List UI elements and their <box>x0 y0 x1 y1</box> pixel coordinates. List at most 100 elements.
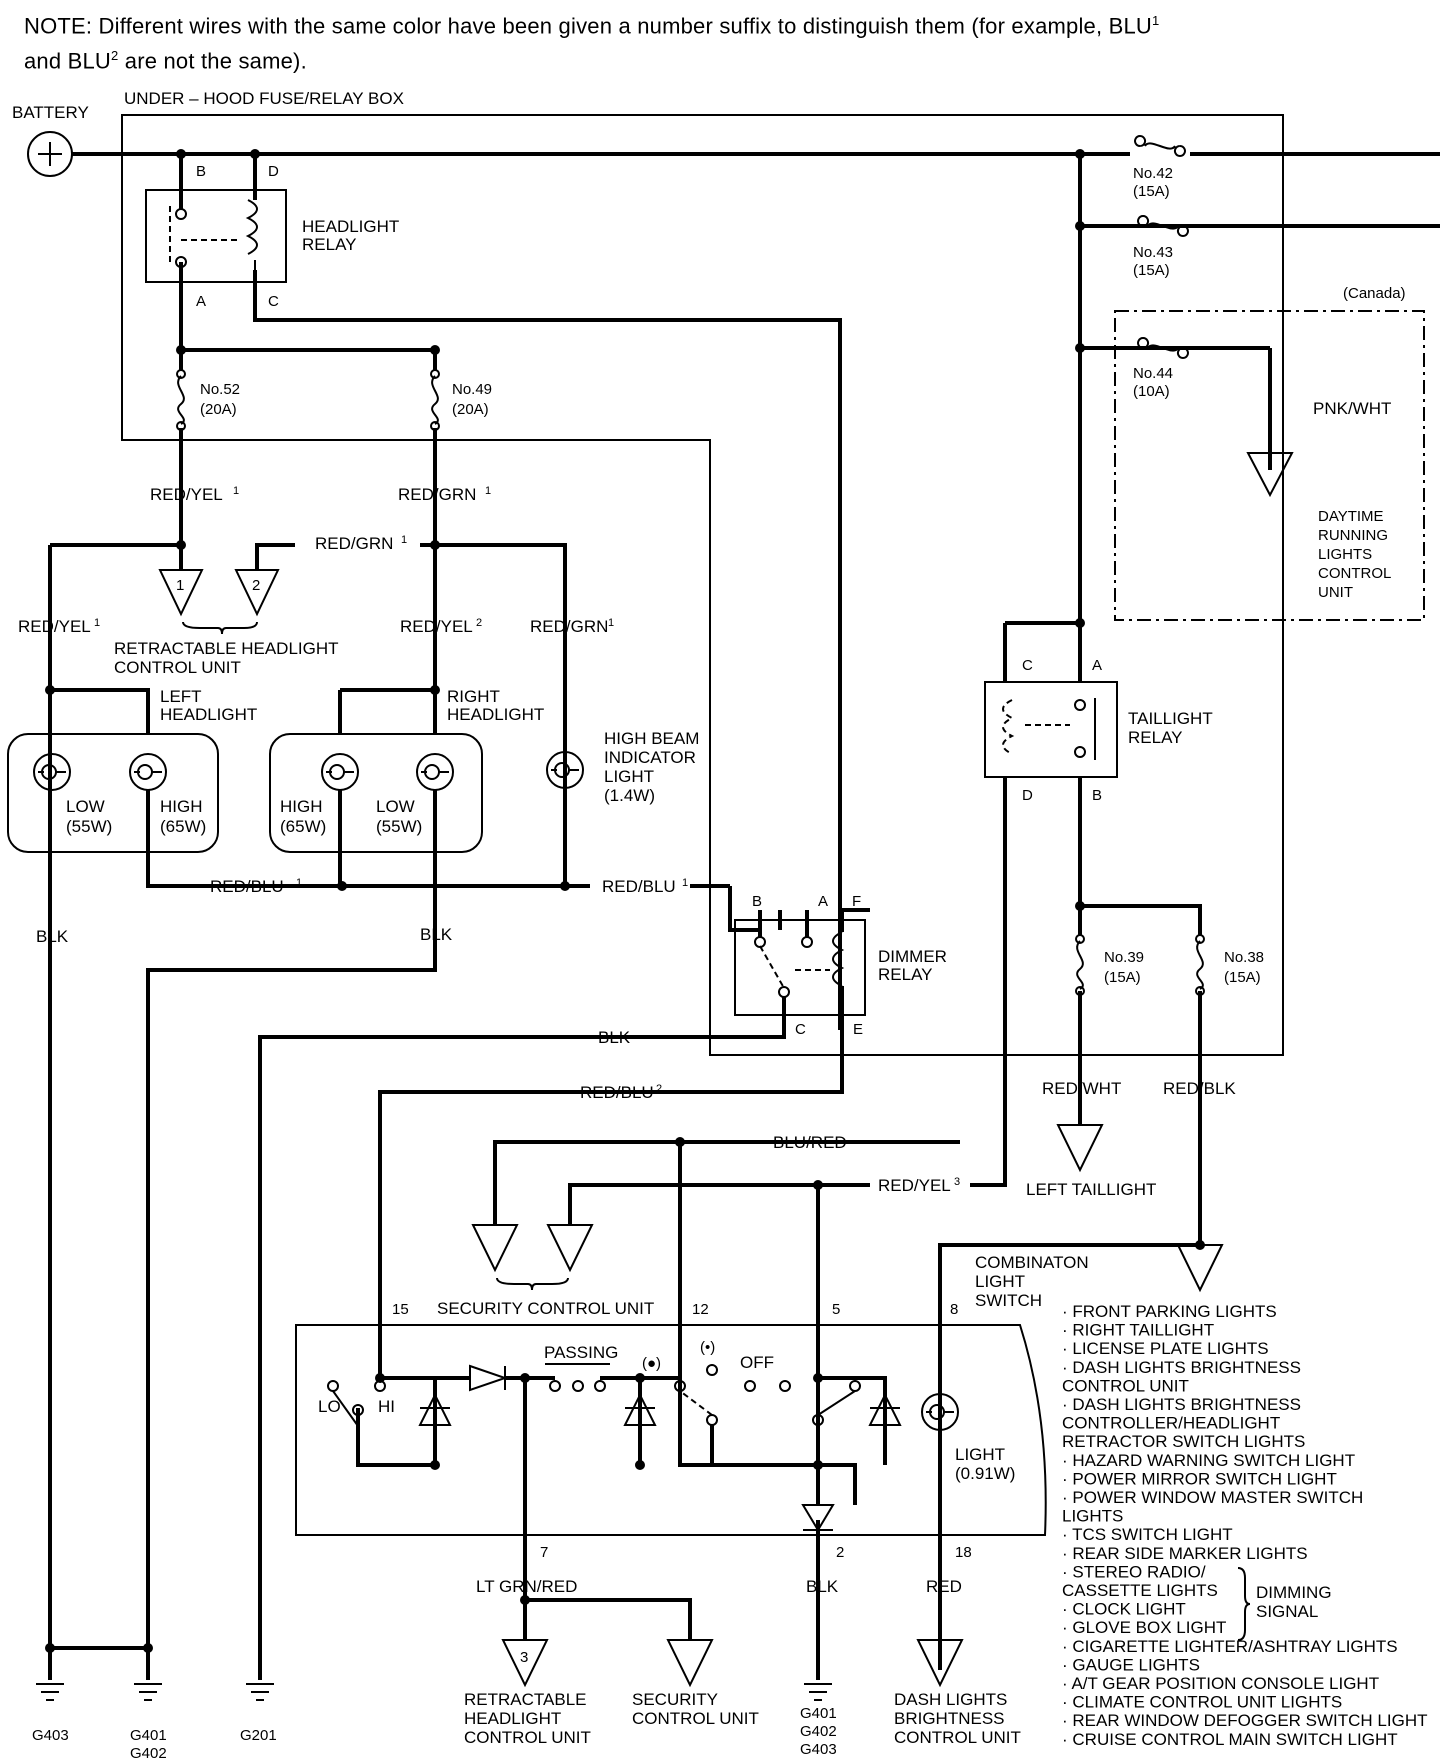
note-sup2: 2 <box>111 48 119 64</box>
ground-label-g201: G201 <box>240 1727 277 1744</box>
headlight-relay: B D A C HEADLIGHT RELAY <box>145 154 842 1030</box>
parking-list-item: · CLIMATE CONTROL UNIT LIGHTS <box>1062 1693 1342 1712</box>
svg-text:(20A): (20A) <box>200 401 237 418</box>
diagram-note: NOTE: Different wires with the same colo… <box>24 6 1424 77</box>
parking-list-item: CONTROL UNIT <box>1062 1376 1189 1395</box>
fuse-no44-rating: (10A) <box>1133 383 1170 400</box>
parking-list-item: · LICENSE PLATE LIGHTS <box>1062 1339 1269 1358</box>
note-line1: NOTE: Different wires with the same colo… <box>24 13 1153 39</box>
wire-red-yel-2: RED/YEL <box>400 617 473 636</box>
left-high-return <box>146 790 342 888</box>
fuse-no39-label: No.39 <box>1104 949 1144 966</box>
retract-brace <box>182 621 258 635</box>
junction-dots <box>45 149 1205 1653</box>
right-high-bulb <box>321 753 359 791</box>
sw-term-8: 8 <box>950 1301 958 1318</box>
svg-text:1: 1 <box>608 617 614 629</box>
fuse-no44 <box>1137 337 1189 359</box>
parking-list-item: · CIGARETTE LIGHTER/ASHTRAY LIGHTS <box>1062 1637 1398 1656</box>
svg-text:1: 1 <box>296 877 302 889</box>
taillight-fuse-outputs <box>1078 991 1202 1245</box>
wire-red-yel-1a: RED/YEL <box>150 485 223 504</box>
right-low-ground <box>146 790 437 1648</box>
ground-g201 <box>245 1683 275 1701</box>
right-headlight-feed <box>338 688 437 735</box>
high-beam-label: HIGH BEAM <box>604 729 699 748</box>
fuse-no44-label: No.44 <box>1133 365 1173 382</box>
parking-list-item: · REAR SIDE MARKER LIGHTS <box>1062 1544 1308 1563</box>
hr-term-d: D <box>268 163 279 180</box>
left-headlight-label: LEFT <box>160 687 202 706</box>
svg-text:SWITCH: SWITCH <box>975 1291 1042 1310</box>
security-ctrl-bottom-label: SECURITY <box>632 1690 718 1709</box>
ground-label-g401: G401 <box>130 1727 167 1744</box>
parking-list-item: · POWER MIRROR SWITCH LIGHT <box>1062 1469 1337 1488</box>
hr-term-a: A <box>196 293 206 310</box>
svg-text:BRIGHTNESS: BRIGHTNESS <box>894 1709 1005 1728</box>
svg-text:1: 1 <box>233 485 239 497</box>
svg-text:G403: G403 <box>800 1741 837 1758</box>
retract-connector-1 <box>158 569 204 617</box>
lo-label: LO <box>318 1397 341 1416</box>
dr-term-f: F <box>852 893 861 910</box>
svg-text:1: 1 <box>94 617 100 629</box>
parking-list-item: · DASH LIGHTS BRIGHTNESS <box>1062 1395 1301 1414</box>
sw-term-7: 7 <box>540 1544 548 1561</box>
fuse-no38 <box>1195 934 1205 996</box>
parking-list-item: RETRACTOR SWITCH LIGHTS <box>1062 1432 1305 1451</box>
dimmer-out-wires <box>378 910 844 1308</box>
note-sup1: 1 <box>1152 13 1160 28</box>
svg-text:HEADLIGHT: HEADLIGHT <box>447 705 544 724</box>
svg-text:2: 2 <box>656 1083 662 1095</box>
fuse-no49-label: No.49 <box>452 381 492 398</box>
left-headlight-feed <box>48 545 150 1648</box>
right-high-label: HIGH <box>280 797 323 816</box>
dr-term-e: E <box>853 1021 863 1038</box>
tr-term-d: D <box>1022 787 1033 804</box>
svg-text:CONTROL UNIT: CONTROL UNIT <box>114 658 241 677</box>
security-connector-1 <box>471 1224 519 1273</box>
taillight-relay-label: TAILLIGHT <box>1128 709 1213 728</box>
wire-red-wht: RED/WHT <box>1042 1079 1121 1098</box>
wire-red-yel-3: RED/YEL <box>878 1176 951 1195</box>
fuse-no43-label: No.43 <box>1133 244 1173 261</box>
dimmer-relay-label: DIMMER <box>878 947 947 966</box>
parking-list-item: · TCS SWITCH LIGHT <box>1062 1525 1233 1544</box>
wire-blk-right: BLK <box>420 925 453 944</box>
parking-list-item: · DASH LIGHTS BRIGHTNESS <box>1062 1358 1301 1377</box>
fuse-box-label: UNDER – HOOD FUSE/RELAY BOX <box>124 89 404 108</box>
parking-list-item: · REAR WINDOW DEFOGGER SWITCH LIGHT <box>1062 1711 1428 1730</box>
fuse-no43-rating: (15A) <box>1133 262 1170 279</box>
security-connector-2 <box>546 1224 594 1273</box>
svg-text:(15A): (15A) <box>1104 969 1141 986</box>
svg-text:2: 2 <box>252 577 260 594</box>
ground-wires <box>48 1646 262 1680</box>
wire-red-blu-1a: RED/BLU <box>210 877 284 896</box>
svg-text:1: 1 <box>485 485 491 497</box>
dr-term-a: A <box>818 893 828 910</box>
security-brace <box>496 1277 569 1291</box>
wire-red-grn-1b: RED/GRN <box>315 534 393 553</box>
sw-term-12: 12 <box>692 1301 709 1318</box>
dash-brightness-connector <box>916 1639 964 1688</box>
dr-term-b: B <box>752 893 762 910</box>
wire-red-grn-1c: RED/GRN <box>530 617 608 636</box>
svg-text:RELAY: RELAY <box>878 965 933 984</box>
svg-text:LIGHTS: LIGHTS <box>1318 546 1372 563</box>
svg-text:HEADLIGHT: HEADLIGHT <box>160 705 257 724</box>
wire-blk-left: BLK <box>36 927 69 946</box>
sw-term-18: 18 <box>955 1544 972 1561</box>
dr-term-c: C <box>795 1021 806 1038</box>
right-headlight-label: RIGHT <box>447 687 500 706</box>
wire-lt-grn-red: LT GRN/RED <box>476 1577 577 1596</box>
svg-text:DAYTIME: DAYTIME <box>1318 508 1384 525</box>
ground-g401-g402 <box>133 1683 163 1701</box>
left-low-label: LOW <box>66 797 105 816</box>
security-feed-1 <box>493 1140 680 1225</box>
red-blu-1-bus <box>342 790 567 888</box>
svg-text:G402: G402 <box>800 1723 837 1740</box>
sw-term-15: 15 <box>392 1301 409 1318</box>
lt-grn-red-wire <box>523 1560 692 1640</box>
dimming-signal-label: DIMMING <box>1256 1583 1332 1602</box>
retract-feed-wires <box>50 543 567 880</box>
